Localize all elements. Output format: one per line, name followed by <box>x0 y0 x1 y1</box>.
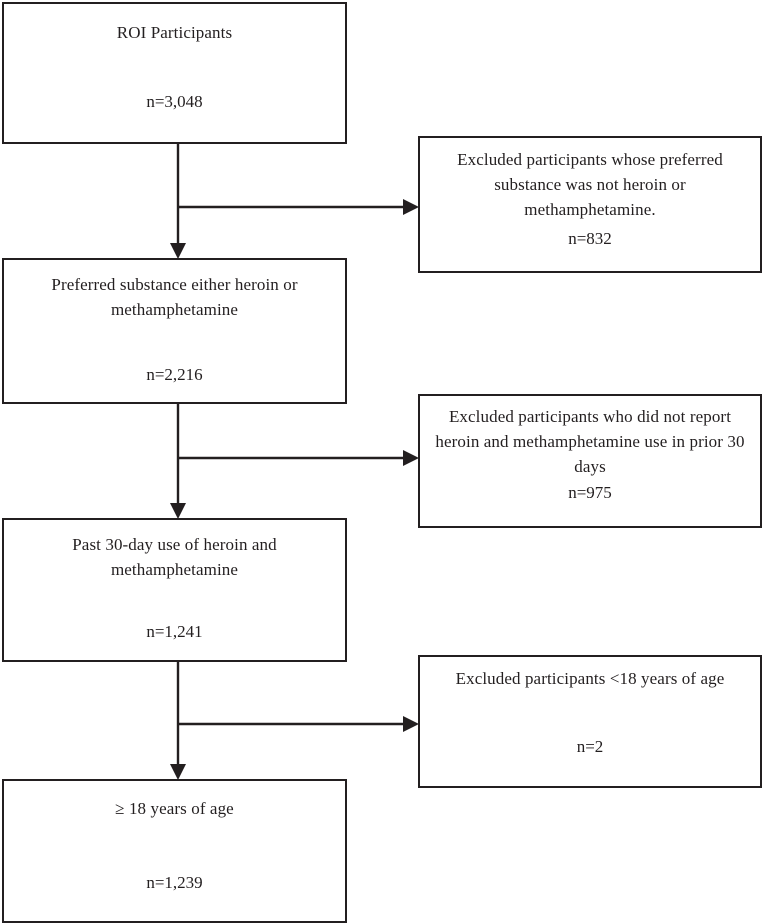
node-title: ROI Participants <box>116 23 233 42</box>
arrowhead-right-2 <box>403 450 419 466</box>
node-age-18-or-older[interactable]: ≥ 18 years of age n=1,239 <box>2 779 347 923</box>
node-title: ≥ 18 years of age <box>115 799 234 818</box>
node-title: Excluded participants who did not report… <box>435 407 745 476</box>
node-past-30-day-use[interactable]: Past 30-day use of heroin and methamphet… <box>2 518 347 662</box>
arrowhead-right-1 <box>403 199 419 215</box>
arrowhead-down-1 <box>170 243 186 259</box>
node-count: n=975 <box>568 483 612 502</box>
node-excluded-no-30-day-use[interactable]: Excluded participants who did not report… <box>418 394 762 528</box>
node-title: Excluded participants <18 years of age <box>455 669 725 688</box>
node-roi-participants[interactable]: ROI Participants n=3,048 <box>2 2 347 144</box>
node-count: n=1,239 <box>146 873 203 892</box>
node-preferred-substance[interactable]: Preferred substance either heroin or met… <box>2 258 347 404</box>
node-title: Past 30-day use of heroin and methamphet… <box>72 535 277 579</box>
node-title: Excluded participants whose preferred su… <box>457 150 723 219</box>
node-count: n=3,048 <box>146 92 203 111</box>
arrowhead-down-3 <box>170 764 186 780</box>
node-excluded-under-18[interactable]: Excluded participants <18 years of age n… <box>418 655 762 788</box>
arrowhead-right-3 <box>403 716 419 732</box>
node-count: n=2,216 <box>146 365 203 384</box>
node-count: n=832 <box>568 229 612 248</box>
node-excluded-not-preferred-substance[interactable]: Excluded participants whose preferred su… <box>418 136 762 273</box>
node-count: n=1,241 <box>146 622 203 641</box>
node-title: Preferred substance either heroin or met… <box>51 275 298 319</box>
arrowhead-down-2 <box>170 503 186 519</box>
node-count: n=2 <box>576 737 604 756</box>
